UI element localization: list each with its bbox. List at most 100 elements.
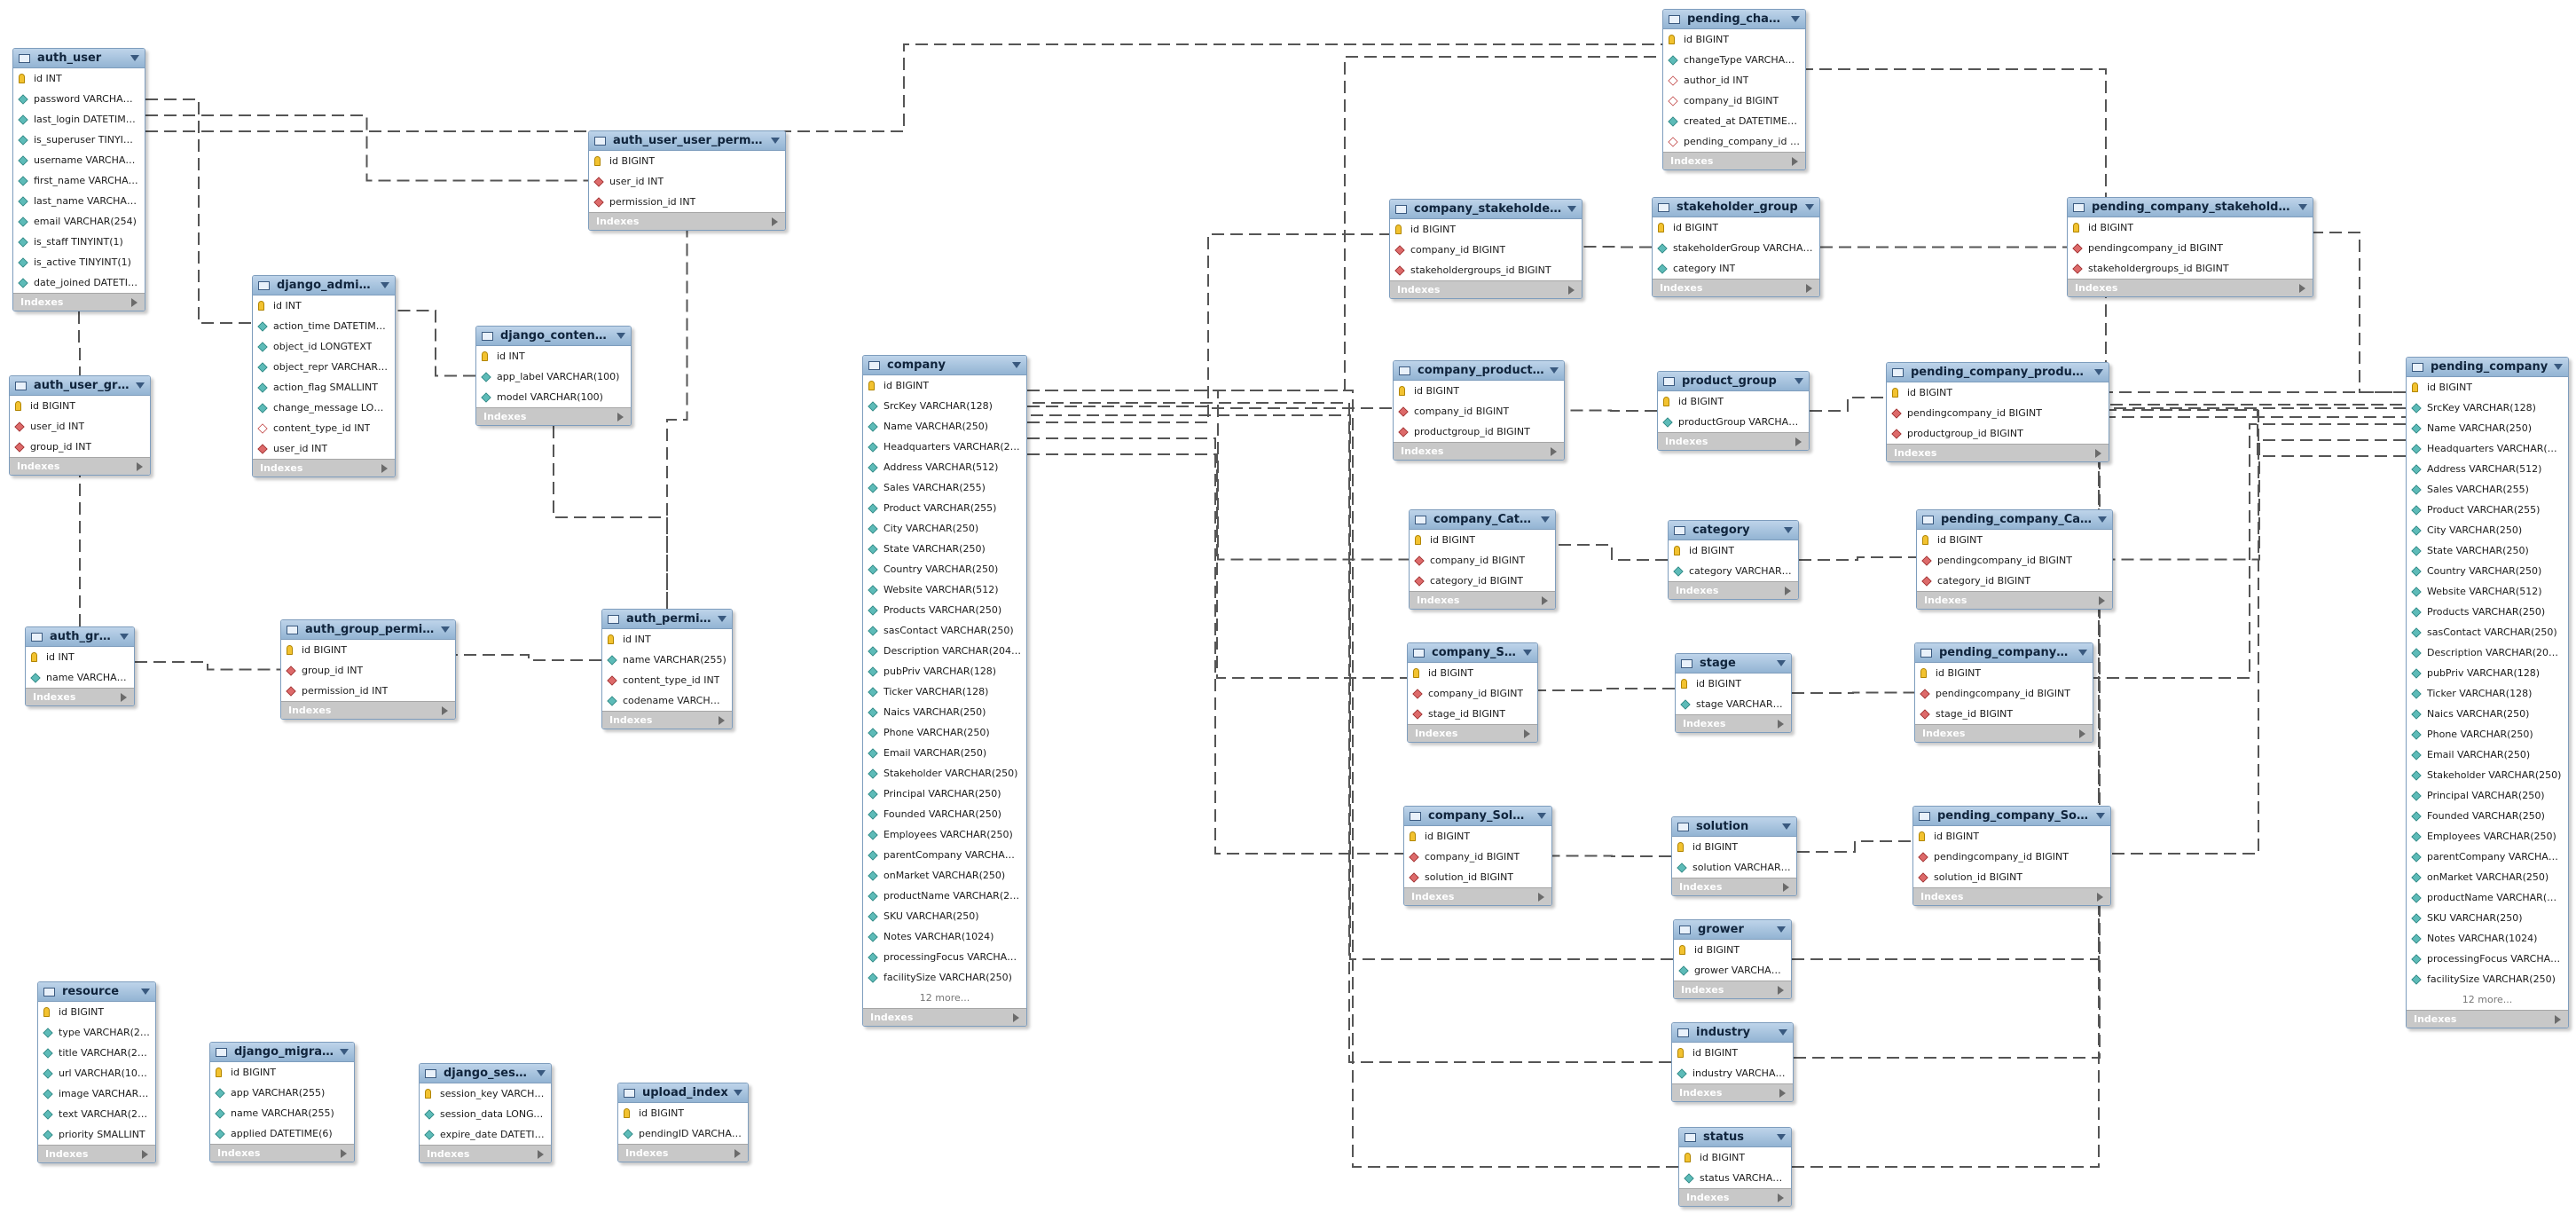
chevron-down-icon[interactable] bbox=[141, 989, 150, 995]
table-column[interactable]: pubPriv VARCHAR(128) bbox=[863, 661, 1026, 681]
relationship-line[interactable] bbox=[1027, 414, 1673, 960]
table-column[interactable]: id BIGINT bbox=[1663, 29, 1805, 50]
indexes-section[interactable]: Indexes bbox=[253, 459, 395, 477]
table-column[interactable]: session_key VARCHAR(4... bbox=[420, 1083, 551, 1104]
indexes-section[interactable]: Indexes bbox=[10, 457, 150, 475]
table-column[interactable]: user_id INT bbox=[253, 438, 395, 459]
relationship-line[interactable] bbox=[1027, 390, 1409, 561]
expand-arrow-icon[interactable] bbox=[1778, 1193, 1784, 1202]
table-column[interactable]: Product VARCHAR(255) bbox=[2407, 500, 2568, 520]
table-django_session[interactable]: django_sessionsession_key VARCHAR(4...se… bbox=[419, 1063, 552, 1163]
table-column[interactable]: category VARCHAR(102... bbox=[1669, 561, 1798, 581]
expand-arrow-icon[interactable] bbox=[1524, 729, 1530, 738]
table-column[interactable]: company_id BIGINT bbox=[1408, 683, 1537, 704]
table-column[interactable]: id BIGINT bbox=[863, 375, 1026, 396]
table-column[interactable]: id BIGINT bbox=[1672, 1043, 1793, 1063]
table-column[interactable]: category_id BIGINT bbox=[1410, 571, 1555, 591]
table-column[interactable]: session_data LONGTEXT bbox=[420, 1104, 551, 1124]
table-column[interactable]: SrcKey VARCHAR(128) bbox=[2407, 398, 2568, 418]
expand-arrow-icon[interactable] bbox=[1806, 283, 1812, 293]
expand-arrow-icon[interactable] bbox=[1542, 595, 1548, 605]
chevron-down-icon[interactable] bbox=[1523, 650, 1532, 656]
table-column[interactable]: id BIGINT bbox=[1913, 826, 2110, 847]
chevron-down-icon[interactable] bbox=[771, 138, 780, 144]
table-column[interactable]: category INT bbox=[1653, 258, 1819, 279]
table-column[interactable]: date_joined DATETIME(6) bbox=[13, 272, 145, 293]
table-column[interactable]: solution_id BIGINT bbox=[1913, 867, 2110, 887]
table-column[interactable]: onMarket VARCHAR(250) bbox=[863, 865, 1026, 886]
table-column[interactable]: Phone VARCHAR(250) bbox=[2407, 724, 2568, 744]
table-column[interactable]: Stakeholder VARCHAR(250) bbox=[863, 763, 1026, 784]
table-pending_company_Category[interactable]: pending_company_Catego...id BIGINTpendin… bbox=[1916, 509, 2113, 610]
expand-arrow-icon[interactable] bbox=[734, 1148, 741, 1158]
table-column[interactable]: company_id BIGINT bbox=[1410, 550, 1555, 571]
table-column[interactable]: id BIGINT bbox=[1390, 219, 1582, 240]
chevron-down-icon[interactable] bbox=[136, 382, 145, 389]
table-header[interactable]: industry bbox=[1672, 1023, 1793, 1043]
table-column[interactable]: grower VARCHAR(25... bbox=[1674, 960, 1791, 981]
table-column[interactable]: text VARCHAR(2048) bbox=[38, 1104, 155, 1124]
relationship-line[interactable] bbox=[2113, 439, 2406, 561]
table-header[interactable]: grower bbox=[1674, 920, 1791, 940]
table-column[interactable]: Address VARCHAR(512) bbox=[2407, 459, 2568, 479]
relationship-line[interactable] bbox=[1792, 691, 1914, 694]
indexes-section[interactable]: Indexes bbox=[589, 212, 785, 230]
table-column[interactable]: sasContact VARCHAR(250) bbox=[863, 620, 1026, 641]
table-column[interactable]: solution VARCHAR(102... bbox=[1672, 857, 1796, 878]
table-column[interactable]: last_name VARCHAR(150) bbox=[13, 191, 145, 211]
expand-arrow-icon[interactable] bbox=[2095, 448, 2101, 458]
table-header[interactable]: auth_permissi... bbox=[602, 610, 732, 629]
table-column[interactable]: Naics VARCHAR(250) bbox=[863, 702, 1026, 722]
table-column[interactable]: Naics VARCHAR(250) bbox=[2407, 704, 2568, 724]
chevron-down-icon[interactable] bbox=[2298, 204, 2307, 210]
table-column[interactable]: State VARCHAR(250) bbox=[2407, 540, 2568, 561]
table-column[interactable]: id BIGINT bbox=[1676, 674, 1791, 694]
table-column[interactable]: Founded VARCHAR(250) bbox=[2407, 806, 2568, 826]
table-column[interactable]: user_id INT bbox=[10, 416, 150, 437]
table-header[interactable]: auth_group_permissio... bbox=[281, 620, 455, 640]
relationship-line[interactable] bbox=[2111, 407, 2406, 855]
table-column[interactable]: Ticker VARCHAR(128) bbox=[2407, 683, 2568, 704]
table-column[interactable]: stage_id BIGINT bbox=[1915, 704, 2093, 724]
indexes-section[interactable]: Indexes bbox=[1669, 581, 1798, 599]
table-column[interactable]: status VARCHAR(25... bbox=[1679, 1168, 1791, 1188]
table-column[interactable]: category_id BIGINT bbox=[1917, 571, 2112, 591]
table-column[interactable]: content_type_id INT bbox=[253, 418, 395, 438]
table-column[interactable]: processingFocus VARCHAR(102... bbox=[863, 947, 1026, 967]
chevron-down-icon[interactable] bbox=[2094, 369, 2103, 375]
expand-arrow-icon[interactable] bbox=[1779, 1088, 1786, 1098]
table-column[interactable]: username VARCHAR(150) bbox=[13, 150, 145, 170]
table-column[interactable]: id BIGINT bbox=[1679, 1147, 1791, 1168]
table-column[interactable]: Employees VARCHAR(250) bbox=[2407, 826, 2568, 847]
chevron-down-icon[interactable] bbox=[1012, 362, 1021, 368]
table-column[interactable]: company_id BIGINT bbox=[1390, 240, 1582, 260]
relationship-line[interactable] bbox=[145, 98, 252, 324]
table-column[interactable]: id BIGINT bbox=[1672, 837, 1796, 857]
table-column[interactable]: City VARCHAR(250) bbox=[2407, 520, 2568, 540]
expand-arrow-icon[interactable] bbox=[442, 705, 448, 715]
table-column[interactable]: pubPriv VARCHAR(128) bbox=[2407, 663, 2568, 683]
table-column[interactable]: id BIGINT bbox=[618, 1103, 748, 1123]
table-column[interactable]: title VARCHAR(255) bbox=[38, 1043, 155, 1063]
indexes-section[interactable]: Indexes bbox=[1390, 280, 1582, 298]
table-header[interactable]: resource bbox=[38, 982, 155, 1002]
expand-arrow-icon[interactable] bbox=[1538, 892, 1544, 902]
table-column[interactable]: Country VARCHAR(250) bbox=[2407, 561, 2568, 581]
expand-arrow-icon[interactable] bbox=[617, 412, 624, 421]
table-auth_user_user_permissions[interactable]: auth_user_user_permissio...id BIGINTuser… bbox=[588, 130, 786, 231]
table-header[interactable]: company_productGro... bbox=[1394, 361, 1564, 381]
expand-arrow-icon[interactable] bbox=[1785, 586, 1791, 595]
chevron-down-icon[interactable] bbox=[718, 616, 726, 622]
table-column[interactable]: company_id BIGINT bbox=[1663, 91, 1805, 111]
expand-arrow-icon[interactable] bbox=[1551, 446, 1557, 456]
relationship-line[interactable] bbox=[2313, 232, 2406, 393]
